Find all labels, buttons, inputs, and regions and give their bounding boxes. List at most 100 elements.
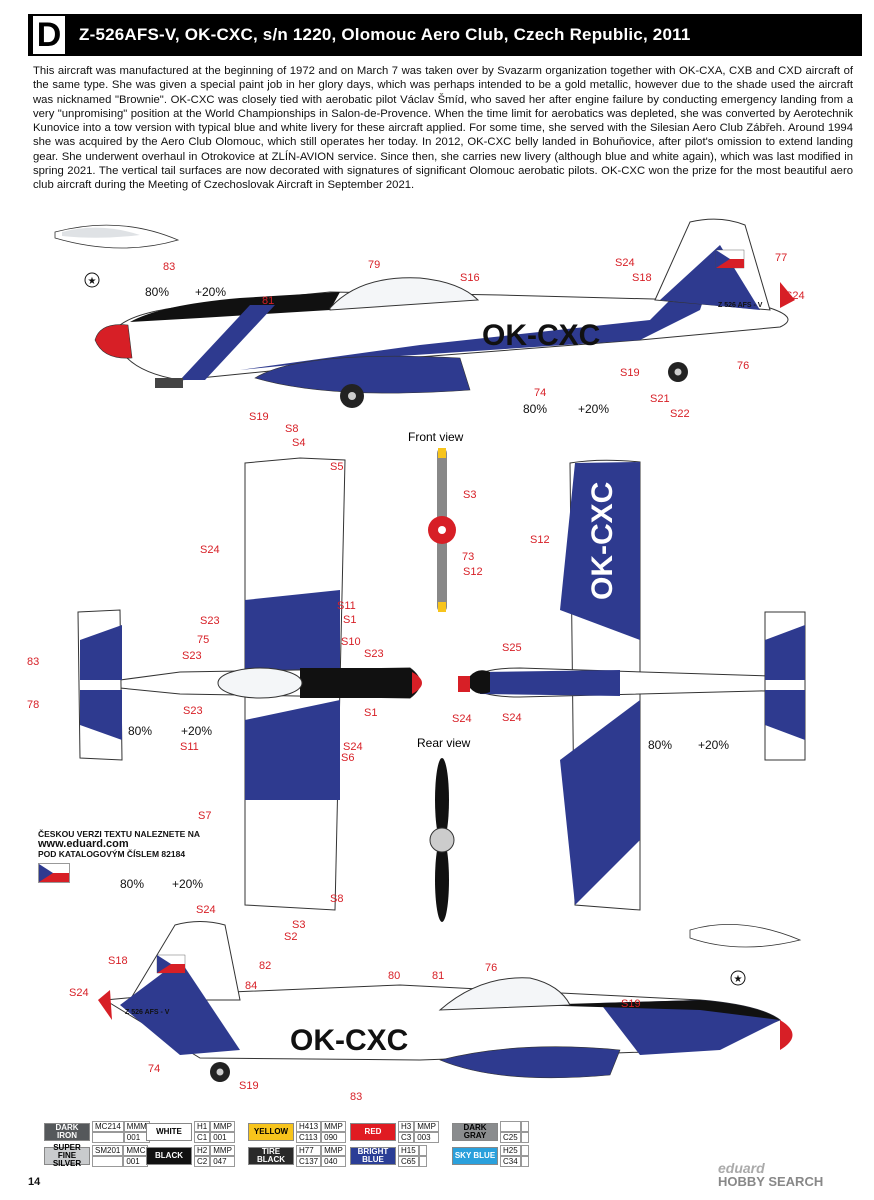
callout-label: 83 <box>350 1091 362 1103</box>
callout-label: S8 <box>285 423 298 435</box>
callout-label: S19 <box>621 998 641 1010</box>
registration-top: OK-CXC <box>482 319 600 352</box>
bottom-view <box>458 459 806 911</box>
legend-swatch: WHITE <box>146 1123 192 1141</box>
svg-text:80%: 80% <box>648 738 672 752</box>
side-profile-bottom: ★ <box>98 921 802 1082</box>
callout-label: S7 <box>198 810 211 822</box>
callout-label: S3 <box>463 489 476 501</box>
svg-text:80%: 80% <box>120 877 144 891</box>
svg-text:80%: 80% <box>128 724 152 738</box>
callout-label: S11 <box>337 600 356 612</box>
registration-bottom: OK-CXC <box>586 482 619 600</box>
callout-label: S18 <box>108 955 128 967</box>
callout-label: S24 <box>785 290 805 302</box>
drop-tank-top: ★ <box>54 224 180 288</box>
page-number: 14 <box>28 1176 41 1188</box>
callout-label: 79 <box>368 259 380 271</box>
rear-view <box>429 758 455 922</box>
callout-label: 83 <box>27 656 39 668</box>
callout-label: S8 <box>330 893 343 905</box>
callout-label: S1 <box>343 614 356 626</box>
front-view <box>428 448 456 612</box>
legend-swatch: BRIGHT BLUE <box>350 1147 396 1165</box>
callout-label: S23 <box>183 705 203 717</box>
callout-label: S24 <box>196 904 216 916</box>
svg-text:Z 526 AFS - V: Z 526 AFS - V <box>125 1009 170 1016</box>
legend-item: DARK GRAY C25 <box>452 1121 529 1143</box>
legend-codes: H15 C65 <box>398 1145 427 1167</box>
mix-labels: 80%+20% 80%+20% 80%+20% 80%+20% 80%+20% <box>120 285 729 891</box>
callout-label: 74 <box>534 387 546 399</box>
legend-codes: C25 <box>500 1121 529 1143</box>
top-view <box>77 457 422 911</box>
callout-label: S24 <box>615 257 635 269</box>
legend-swatch: DARK IRON <box>44 1123 90 1141</box>
legend-codes: H25 C34 <box>500 1145 529 1167</box>
callout-label: 77 <box>775 252 787 264</box>
callout-label: S23 <box>364 648 384 660</box>
callout-label: 81 <box>432 970 444 982</box>
callout-label: 80 <box>388 970 400 982</box>
callout-label: S21 <box>650 393 670 405</box>
callout-label: 75 <box>197 634 209 646</box>
callout-label: 74 <box>148 1063 160 1075</box>
svg-text:+20%: +20% <box>195 285 226 299</box>
profile-letter: D <box>31 14 67 56</box>
legend-swatch: TIRE BLACK <box>248 1147 294 1165</box>
callout-label: S24 <box>69 987 89 999</box>
registration-bottom-profile: OK-CXC <box>290 1024 408 1057</box>
legend-swatch: YELLOW <box>248 1123 294 1141</box>
callout-label: S16 <box>460 272 480 284</box>
watermark: HOBBY SEARCH <box>718 1174 824 1189</box>
callout-label: S23 <box>200 615 220 627</box>
callout-label: S2 <box>284 931 297 943</box>
callout-label: S19 <box>239 1080 259 1092</box>
callout-label: S19 <box>620 367 640 379</box>
svg-text:+20%: +20% <box>578 402 609 416</box>
callout-label: S10 <box>341 636 361 648</box>
callout-label: 78 <box>27 699 39 711</box>
callout-label: 82 <box>259 960 271 972</box>
callout-label: S18 <box>632 272 652 284</box>
callout-label: S19 <box>249 411 269 423</box>
rear-view-label: Rear view <box>417 736 471 750</box>
svg-text:+20%: +20% <box>698 738 729 752</box>
brand-logo: eduard <box>718 1160 765 1176</box>
profile-title: Z-526AFS-V, OK-CXC, s/n 1220, Olomouc Ae… <box>79 25 691 44</box>
callout-label: 76 <box>485 962 497 974</box>
history-text: This aircraft was manufactured at the be… <box>33 65 853 192</box>
legend-swatch: SKY BLUE <box>452 1147 498 1165</box>
side-profile-top: ★ <box>54 218 795 408</box>
callout-label: S24 <box>343 741 363 753</box>
svg-text:Z 526 AFS - V: Z 526 AFS - V <box>718 302 763 309</box>
callout-label: 76 <box>737 360 749 372</box>
legend-swatch: SUPER FINE SILVER <box>44 1144 90 1168</box>
svg-text:+20%: +20% <box>172 877 203 891</box>
callout-label: 81 <box>262 295 274 307</box>
callout-label: S11 <box>180 741 199 753</box>
svg-text:★: ★ <box>734 974 743 985</box>
czech-note: ČESKOU VERZI TEXTU NALEZNETE NA www.edua… <box>38 829 200 883</box>
callout-label: S6 <box>341 752 354 764</box>
callout-label: S24 <box>452 713 472 725</box>
callout-label: S22 <box>670 408 690 420</box>
svg-text:80%: 80% <box>145 285 169 299</box>
callout-label: S24 <box>502 712 522 724</box>
